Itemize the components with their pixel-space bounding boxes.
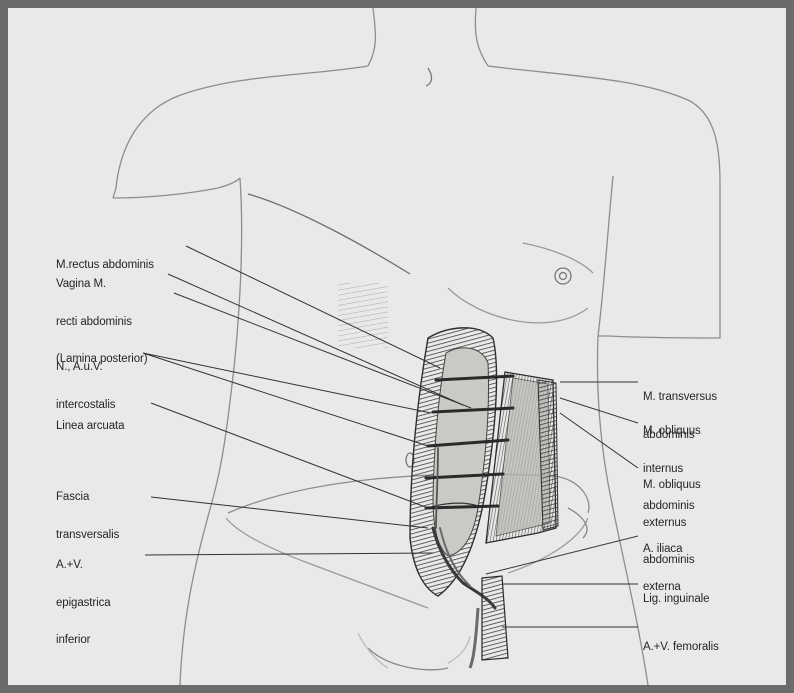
leader-lines [143,246,638,627]
label-line: recti abdominis [56,316,148,329]
anatomy-plate: M.rectus abdominis Vagina M. recti abdom… [8,8,786,685]
label-line: A. iliaca [643,543,682,556]
label-line: M. obliquus [643,425,701,438]
rectus-dissection [410,328,497,596]
serratus-hatching [338,283,388,348]
label-epigastrica-inferior: A.+V. epigastrica inferior [56,534,111,672]
label-linea-arcuata: Linea arcuata [56,395,124,458]
label-line: epigastrica [56,597,111,610]
label-femoralis: A.+V. femoralis [643,616,719,679]
label-line: M. obliquus [643,479,701,492]
label-line: Fascia [56,491,119,504]
label-line: Vagina M. [56,278,148,291]
label-line: Lig. inguinale [643,593,709,606]
label-line: inferior [56,634,111,647]
label-line: Linea arcuata [56,420,124,433]
lateral-muscles [486,372,558,543]
torso-outline [113,8,720,685]
label-line: A.+V. [56,559,111,572]
label-line: A.+V. femoralis [643,641,719,654]
label-line: N., A.u.V. [56,361,115,374]
